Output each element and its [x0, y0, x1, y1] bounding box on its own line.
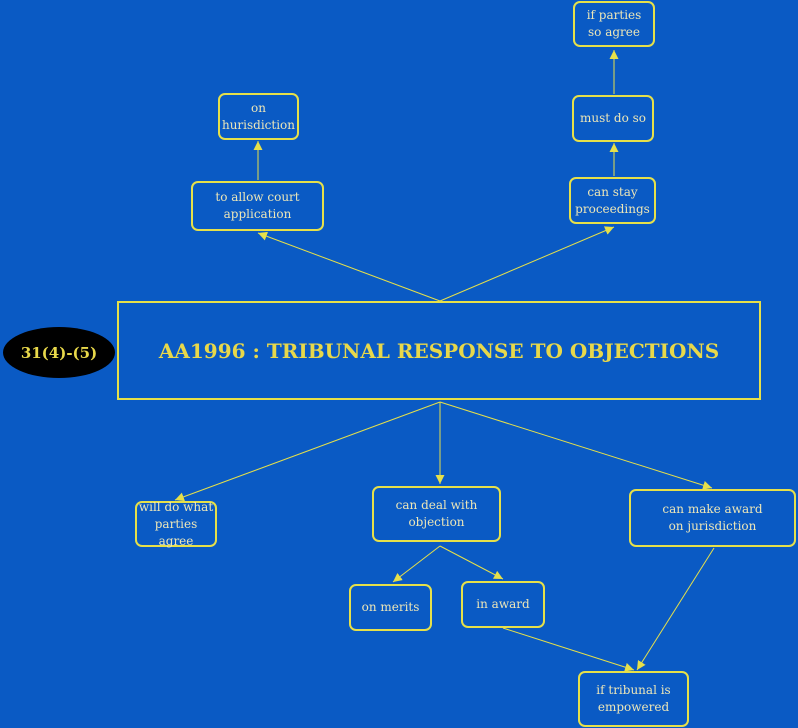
edge-main-to-award	[439, 401, 713, 490]
edge-deal-to-merits	[392, 545, 441, 583]
edge-main-to-stay	[439, 226, 615, 302]
node-can-stay-proceedings: can stay proceedings	[569, 177, 656, 224]
node-to-allow-court-application: to allow court application	[191, 181, 324, 231]
node-can-make-award-on-jurisdiction: can make award on jurisdiction	[629, 489, 796, 547]
edge-award-to-empowered	[636, 547, 715, 671]
node-will-do-what-parties-agree: will do what parties agree	[135, 500, 217, 548]
edge-main-to-will-do	[174, 401, 441, 502]
node-if-tribunal-is-empowered: if tribunal is empowered	[578, 671, 689, 727]
edge-in-award-to-empowered	[502, 627, 635, 672]
diagram-title: AA1996 : TRIBUNAL RESPONSE TO OBJECTIONS	[117, 301, 761, 400]
node-on-merits: on merits	[349, 584, 432, 631]
node-on-hurisdiction: on hurisdiction	[218, 93, 299, 140]
edge-deal-to-in-award	[439, 545, 504, 580]
reference-badge: 31(4)-(5)	[3, 327, 115, 378]
edge-main-to-allow-court	[257, 231, 441, 302]
node-can-deal-with-objection: can deal with objection	[372, 486, 501, 542]
node-in-award: in award	[461, 581, 545, 628]
node-must-do-so: must do so	[572, 95, 654, 142]
node-if-parties-so-agree: if parties so agree	[573, 1, 655, 47]
